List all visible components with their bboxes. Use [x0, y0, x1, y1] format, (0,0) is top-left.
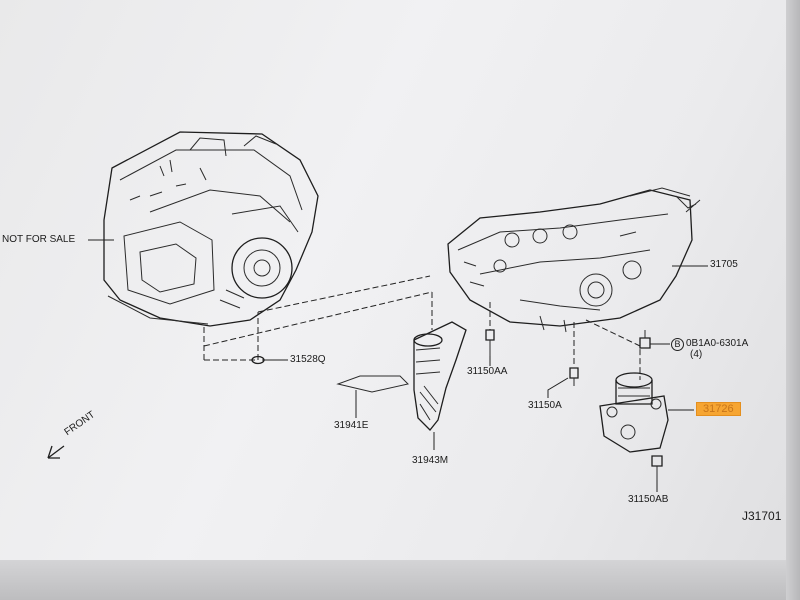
label-bolt-spec: 0B1A0-6301A [686, 338, 749, 349]
label-31150a: 31150A [528, 400, 562, 411]
front-arrow-icon [47, 445, 65, 459]
label-bolt-qty: (4) [690, 349, 703, 360]
label-31943m: 31943M [412, 455, 449, 466]
label-not-for-sale: NOT FOR SALE [2, 234, 76, 245]
seal-31941e [336, 375, 409, 393]
label-31150ab: 31150AB [628, 494, 669, 505]
transmission-case [103, 131, 319, 327]
monitor-bezel-bottom [0, 560, 800, 600]
label-31528q: 31528Q [290, 354, 326, 365]
oil-pump-31726 [599, 372, 669, 453]
filter-31943m [413, 321, 467, 431]
label-31726-highlighted: 31726 [696, 402, 741, 416]
label-31705: 31705 [710, 259, 738, 270]
bolt-31150ab [651, 455, 663, 480]
label-31150aa: 31150AA [467, 366, 508, 377]
label-31941e: 31941E [334, 420, 369, 431]
bolt-31150a [569, 367, 579, 386]
bolt-31150aa [485, 329, 495, 356]
valve-body [447, 187, 701, 333]
bolt-circle-marker: B [671, 338, 684, 351]
diagram-code: J31701 [742, 509, 782, 523]
monitor-bezel-right [786, 0, 800, 600]
bolt-0b1a0 [639, 330, 651, 349]
